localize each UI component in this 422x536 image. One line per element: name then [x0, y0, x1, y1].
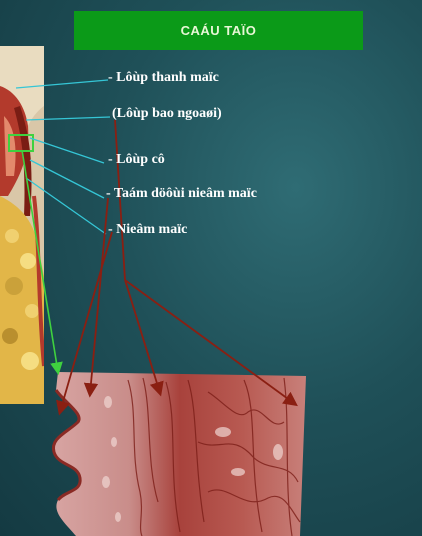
label-submucosa: - Taám döôùi nieâm maïc [106, 186, 257, 201]
anatomy-illustration [0, 46, 44, 404]
label-adventitia: (Lôùp bao ngoaøi) [112, 106, 222, 121]
label-mucosa: - Nieâm maïc [108, 222, 188, 237]
label-serosa: - Lôùp thanh maïc [108, 70, 219, 85]
title-banner: CAÁU TAÏO [74, 11, 363, 50]
histology-micrograph [51, 372, 306, 536]
label-muscularis: - Lôùp cô [108, 152, 165, 167]
title-text: CAÁU TAÏO [180, 23, 257, 38]
